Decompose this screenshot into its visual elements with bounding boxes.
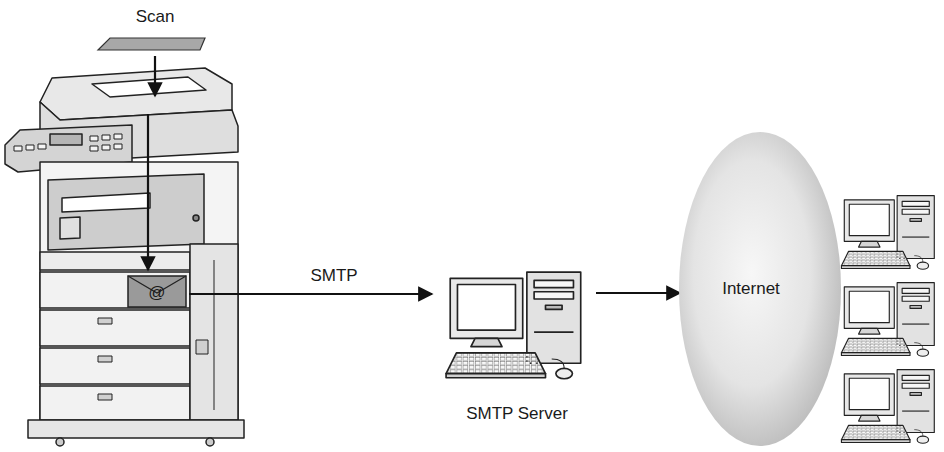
server-computer xyxy=(446,272,581,379)
scan-label: Scan xyxy=(136,7,175,27)
scan-arrow xyxy=(147,114,149,270)
server-node: SMTP Server xyxy=(440,268,594,430)
paper-sheet xyxy=(98,38,205,50)
node-label: SMTP Server xyxy=(466,404,568,424)
scan-arrow xyxy=(154,56,156,96)
client-computer xyxy=(841,370,934,444)
protocol-label: SMTP xyxy=(310,266,357,286)
internet-cloud: Internet xyxy=(678,131,842,447)
email-envelope xyxy=(128,276,186,307)
client-computer xyxy=(841,283,934,357)
cloud-ellipse xyxy=(679,132,841,446)
node-label: Internet xyxy=(722,279,780,299)
email-symbol: @ xyxy=(148,283,165,303)
flow-arrow xyxy=(596,292,680,294)
copier xyxy=(5,68,244,446)
client-computer xyxy=(841,196,934,270)
smtp-arrow xyxy=(189,293,432,295)
